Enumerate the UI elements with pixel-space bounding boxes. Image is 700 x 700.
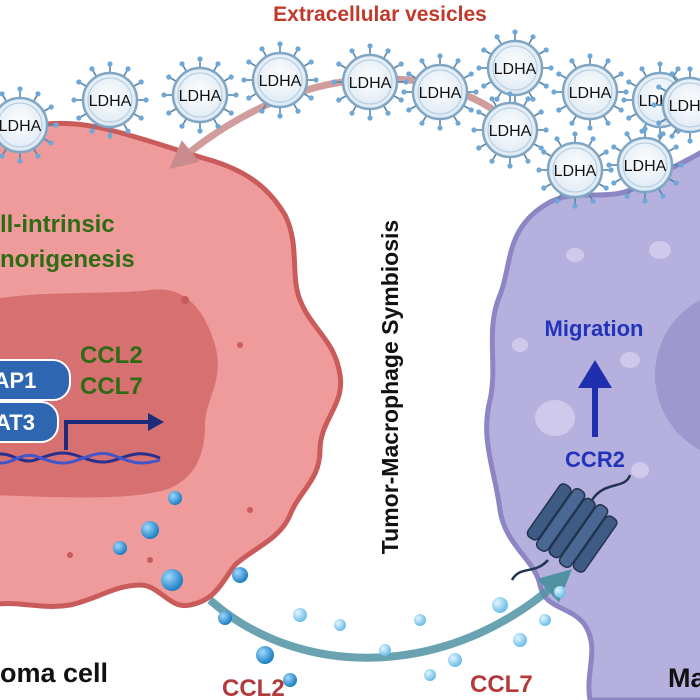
- chemokine-particle: [113, 541, 127, 555]
- stat3-factor: [0, 401, 59, 443]
- extracellular-vesicle: LDHA: [241, 41, 319, 119]
- extracellular-vesicle: LDHA: [606, 126, 684, 204]
- chemokine-particle: [492, 597, 508, 613]
- chemokine-particle: [414, 614, 426, 626]
- chemokine-particle: [513, 633, 527, 647]
- ccl2-secreted-label: CCL2: [222, 675, 285, 700]
- vesicle-ldha-label: LDHA: [0, 118, 42, 135]
- tumor-nucleus: [0, 289, 218, 498]
- tumor-organelle: [147, 557, 153, 563]
- macrophage-vacuole: [512, 338, 528, 352]
- chemokine-particle: [256, 646, 274, 664]
- migration-arrowhead: [578, 360, 612, 388]
- ap1-factor: [0, 359, 71, 401]
- vesicle-ldha-label: LDHA: [669, 98, 700, 115]
- tumor-organelle: [237, 342, 243, 348]
- gene-ccl2-label: CCL2: [80, 342, 143, 369]
- ev-title: Extracellular vesicles: [273, 3, 487, 26]
- chemokine-particle: [283, 673, 297, 687]
- extracellular-vesicle: LDHA: [471, 91, 549, 169]
- vesicle-ldha-label: LDHA: [419, 85, 462, 102]
- vesicle-ldha-label: LDHA: [259, 73, 302, 90]
- chemokine-particle: [424, 669, 436, 681]
- tumorigenesis-line1: ll-intrinsic: [0, 211, 115, 238]
- extracellular-vesicle: LDHA: [0, 86, 59, 164]
- ccr2-tail: [590, 474, 632, 501]
- transcription-arrowhead: [148, 413, 164, 431]
- vesicle-ldha-label: LDHA: [89, 93, 132, 110]
- vesicle-ldha-label: LDHA: [349, 75, 392, 92]
- extracellular-vesicle: LDHA: [536, 131, 614, 209]
- vesicle-group: LDHA LDHA LDHA LDHA LDHA LDHA LDHA LDHA LDHA LDHA…: [0, 29, 700, 209]
- chemokine-particle: [293, 608, 307, 622]
- dna-strand: [0, 452, 161, 465]
- chemokine-arrow: [207, 569, 572, 662]
- stat3-label: AT3: [0, 410, 35, 435]
- migration-label: Migration: [545, 316, 644, 341]
- extracellular-vesicle: LDHA: [331, 43, 409, 121]
- extracellular-vesicle: LDHA: [551, 53, 629, 131]
- extracellular-vesicle: LDHA: [401, 53, 479, 131]
- ccr2-label: CCR2: [565, 447, 625, 472]
- ccr2-tail: [510, 559, 549, 581]
- macrophage-vacuole: [566, 248, 584, 262]
- vesicle-ldha-label: LDHA: [494, 61, 537, 78]
- macrophage-vacuole: [535, 400, 575, 436]
- chemokine-particle: [554, 586, 566, 598]
- vesicle-ldha-label: LDHA: [489, 123, 532, 140]
- chemokine-particle: [334, 619, 346, 631]
- dna-strand: [0, 451, 161, 464]
- chemokine-particle: [539, 614, 551, 626]
- chemokine-particle: [141, 521, 159, 539]
- ap1-label: AP1: [0, 368, 36, 393]
- chemokine-particle: [448, 653, 462, 667]
- ccr2-receptor: [526, 483, 618, 573]
- gene-ccl7-label: CCL7: [80, 373, 143, 400]
- vesicle-ldha-label: LDHA: [554, 163, 597, 180]
- vesicle-ldha-label: LDHA: [179, 88, 222, 105]
- tumor-organelle: [181, 296, 189, 304]
- tumor-organelle: [247, 507, 253, 513]
- chemokine-particle: [218, 611, 232, 625]
- extracellular-vesicle: LDHA: [476, 29, 554, 107]
- macrophage-vacuole: [631, 462, 649, 478]
- tumor-cell-name: oma cell: [0, 658, 108, 688]
- extracellular-vesicle: LDHA: [161, 56, 239, 134]
- chemokine-particle: [161, 569, 183, 591]
- extracellular-vesicle: LDHA: [651, 66, 700, 144]
- macrophage-nucleus: [655, 300, 700, 450]
- transcription-arrow: [64, 420, 150, 450]
- chemokine-particle: [379, 644, 391, 656]
- extracellular-vesicle: LDHA: [71, 61, 149, 139]
- vesicle-ldha-label: LDHA: [569, 85, 612, 102]
- chemokine-group: [113, 491, 566, 687]
- tumor-organelle: [67, 552, 73, 558]
- symbiosis-label: Tumor-Macrophage Symbiosis: [377, 220, 403, 554]
- macrophage-vacuole: [649, 241, 671, 259]
- tumorigenesis-line2: norigenesis: [0, 246, 135, 273]
- macrophage-name: Ma: [668, 663, 700, 693]
- vesicle-ldha-label: LDHA: [624, 158, 667, 175]
- chemokine-particle: [168, 491, 182, 505]
- macrophage-vacuole: [620, 352, 640, 368]
- ccl7-secreted-label: CCL7: [470, 671, 533, 698]
- chemokine-particle: [232, 567, 248, 583]
